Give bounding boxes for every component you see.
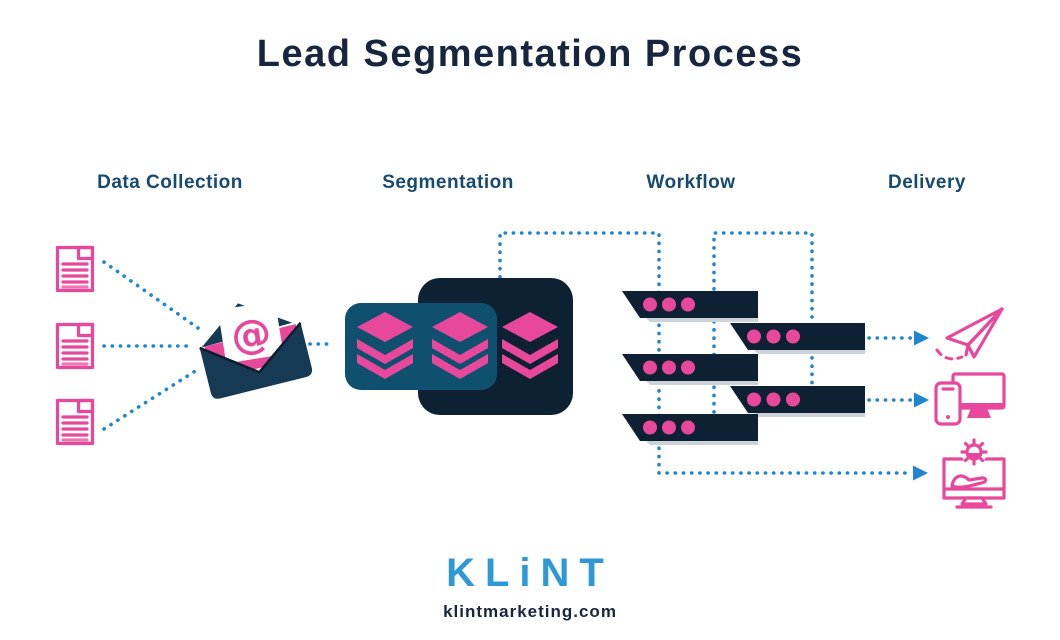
email-envelope-icon: @ (199, 300, 313, 399)
klint-logo: KLiNT (446, 551, 614, 595)
page-title: Lead Segmentation Process (256, 33, 804, 75)
hand-icon (950, 474, 988, 489)
workflow-bar (730, 386, 865, 417)
document-icon (55, 398, 95, 446)
arrowhead-icon (913, 465, 928, 481)
workflow-bar (622, 354, 758, 385)
connector-doc3-envelope (102, 366, 202, 431)
document-icon (55, 245, 95, 293)
document-icon (55, 322, 95, 370)
stage-label-segmentation: Segmentation (382, 172, 514, 193)
workflow-bar (622, 414, 758, 445)
stage-label-delivery: Delivery (888, 172, 966, 193)
website-url: klintmarketing.com (443, 602, 617, 621)
arrowhead-icon (914, 330, 929, 346)
connector-workflow-loop (712, 231, 814, 414)
workflow-bar (730, 323, 865, 354)
at-symbol: @ (228, 309, 275, 361)
dotted-connectors (102, 231, 929, 481)
responsive-devices-icon (934, 372, 1006, 426)
workflow-group (622, 291, 865, 445)
paper-plane-icon (935, 307, 1004, 361)
stage-label-workflow: Workflow (646, 172, 736, 193)
segmentation-group (345, 278, 573, 415)
workflow-bar (622, 291, 758, 322)
hand-gear-service-icon (942, 438, 1006, 509)
stage-label-data-collection: Data Collection (97, 172, 243, 193)
arrowhead-icon (914, 392, 929, 408)
connector-doc1-envelope (102, 260, 200, 330)
